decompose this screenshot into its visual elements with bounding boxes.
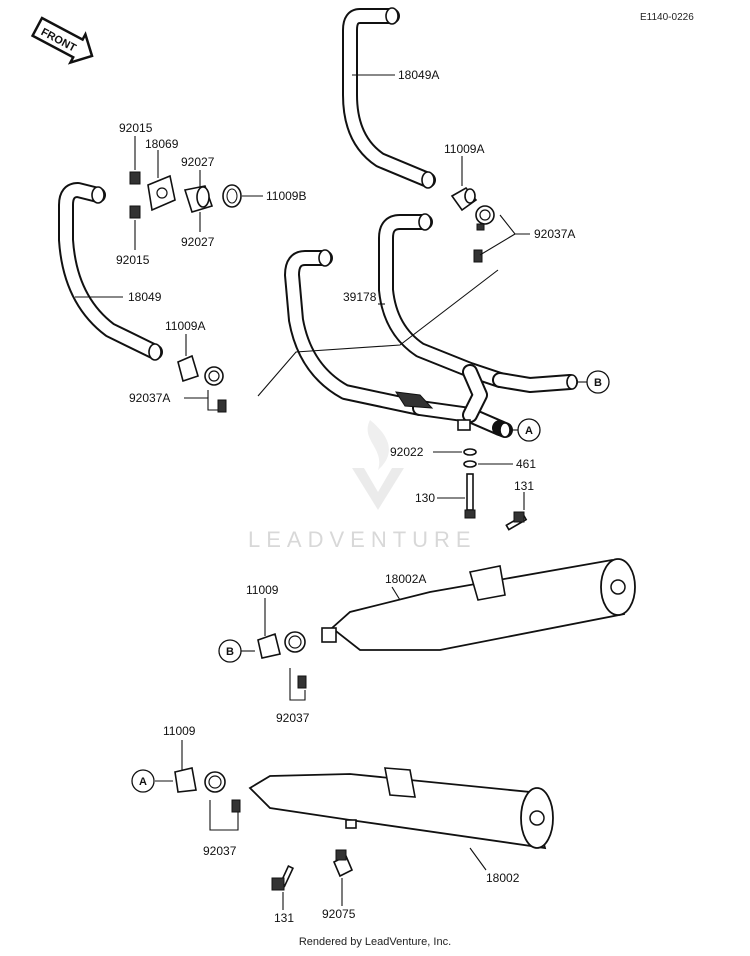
nut-92075: [332, 849, 354, 878]
crossover-pipe-39178: [284, 213, 578, 438]
washer-92022: [463, 448, 477, 456]
clamp-92037-low: [204, 771, 241, 813]
label-92022: 92022: [390, 445, 424, 459]
clamp-92037a-top: [473, 205, 495, 263]
gasket-11009a-left: [177, 354, 199, 383]
label-18069: 18069: [145, 137, 179, 151]
label-92027-a: 92027: [181, 155, 215, 169]
nut-92015-a: [129, 171, 141, 185]
bolt-131-top: [505, 511, 528, 531]
footer-credit: Rendered by LeadVenture, Inc.: [298, 936, 452, 948]
ref-b-label-mid: B: [226, 646, 234, 658]
gasket-11009-low: [174, 767, 197, 793]
label-11009-low: 11009: [163, 724, 196, 738]
label-18049a: 18049A: [398, 68, 439, 82]
label-92037a-left: 92037A: [129, 391, 170, 405]
label-18049: 18049: [128, 290, 162, 304]
header-pipe-18049: [58, 182, 163, 361]
bolt-131-low: [271, 865, 295, 891]
label-18002: 18002: [486, 871, 520, 885]
label-11009a-top: 11009A: [444, 142, 484, 156]
header-pipe-18049a: [342, 7, 436, 189]
ref-circle-a-low: A: [131, 769, 155, 793]
label-92037-low: 92037: [203, 844, 237, 858]
ref-circle-b-mid: B: [218, 639, 242, 663]
collar-92027: [183, 185, 214, 213]
bolt-130: [464, 473, 476, 519]
label-11009b: 11009B: [266, 189, 306, 203]
ref-circle-b-top: B: [586, 370, 610, 394]
flange-18069: [147, 174, 176, 212]
label-11009a-left: 11009A: [165, 319, 205, 333]
label-92015-a: 92015: [119, 121, 153, 135]
label-130: 130: [415, 491, 435, 505]
clamp-92037-mid: [284, 631, 307, 689]
label-92015-b: 92015: [116, 253, 150, 267]
muffler-18002: [248, 767, 554, 850]
label-131-top: 131: [514, 479, 534, 493]
label-92027-b: 92027: [181, 235, 215, 249]
doc-code: E1140-0226: [640, 12, 694, 23]
nut-92015-b: [129, 205, 141, 219]
leader-lines: [75, 74, 587, 910]
ref-b-label-top: B: [594, 377, 602, 389]
watermark-text: LEADVENTURE: [248, 527, 477, 552]
label-92037a-top: 92037A: [534, 227, 575, 241]
washer-461: [463, 460, 477, 468]
gasket-11009a-top: [450, 186, 478, 212]
gasket-11009-mid: [257, 632, 281, 659]
muffler-18002a: [321, 558, 636, 651]
ref-a-label-top: A: [525, 425, 533, 437]
label-92075: 92075: [322, 907, 356, 921]
label-11009-mid: 11009: [246, 583, 279, 597]
ref-circle-a-top: A: [517, 418, 541, 442]
label-92037-mid: 92037: [276, 711, 310, 725]
label-39178: 39178: [343, 290, 377, 304]
label-18002a: 18002A: [385, 572, 426, 586]
watermark-logo: [352, 420, 404, 510]
label-131-low: 131: [274, 911, 294, 925]
label-461: 461: [516, 457, 536, 471]
clamp-92037a-left: [204, 366, 227, 413]
front-arrow-icon: FRONT: [30, 16, 94, 65]
gasket-11009b: [222, 184, 242, 208]
ref-a-label-low: A: [139, 776, 147, 788]
